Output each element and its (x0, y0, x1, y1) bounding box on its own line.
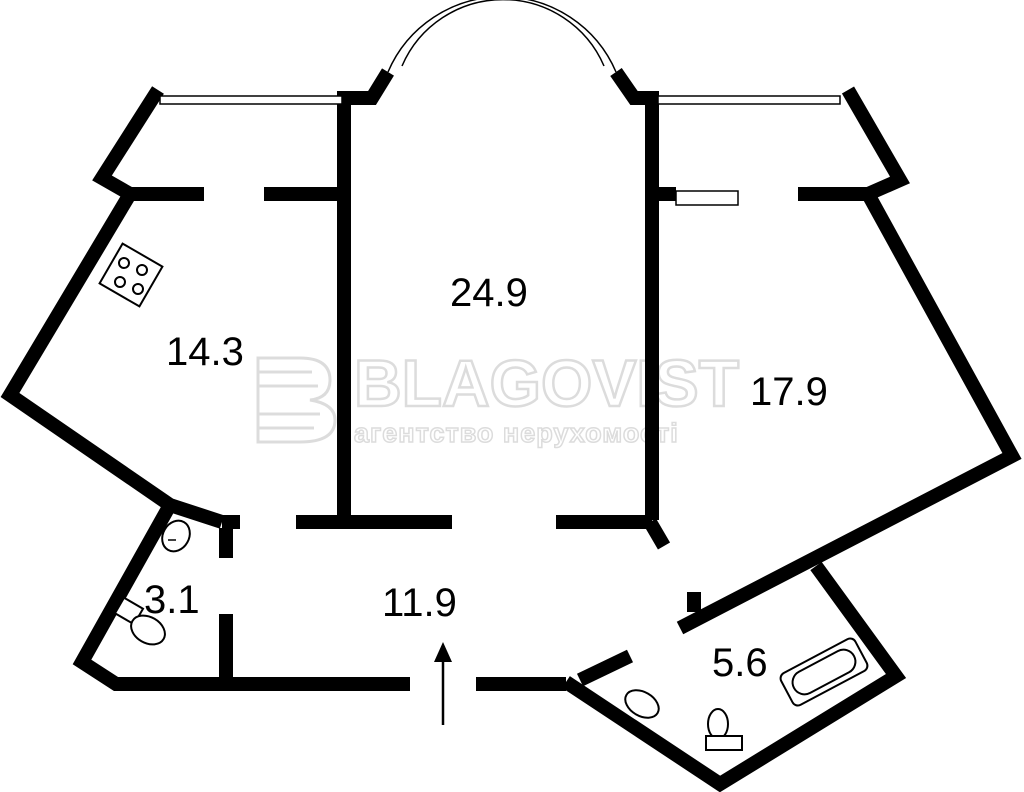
bath-toilet-icon (705, 708, 743, 751)
bathroom-area: 5.6 (712, 641, 768, 685)
sink-icon (161, 519, 191, 553)
watermark: BLAGOVIST агентство нерухомості (256, 345, 740, 449)
watermark-tagline: агентство нерухомості (354, 418, 679, 448)
watermark-logo-icon (256, 356, 337, 444)
stove-icon (98, 242, 164, 308)
watermark-brand: BLAGOVIST (354, 346, 739, 420)
kitchen-window (159, 95, 343, 105)
living-room-area: 24.9 (450, 271, 528, 315)
bay-window-outer (387, 0, 617, 73)
walls (0, 68, 1022, 792)
toilet-area: 3.1 (144, 578, 200, 622)
closet (675, 190, 739, 206)
bath-sink-icon (624, 689, 660, 719)
windows (159, 0, 841, 206)
entrance-arrow-icon (434, 642, 452, 725)
hall-area: 11.9 (382, 581, 457, 625)
bedroom-area: 17.9 (750, 370, 828, 414)
kitchen-area: 14.3 (166, 330, 244, 374)
room-labels: 14.3 24.9 17.9 11.9 3.1 5.6 (144, 271, 828, 685)
bay-window-inner (401, 0, 605, 67)
bedroom-window (657, 95, 841, 105)
toilet-icon (113, 596, 166, 646)
bathtub-icon (779, 637, 869, 707)
